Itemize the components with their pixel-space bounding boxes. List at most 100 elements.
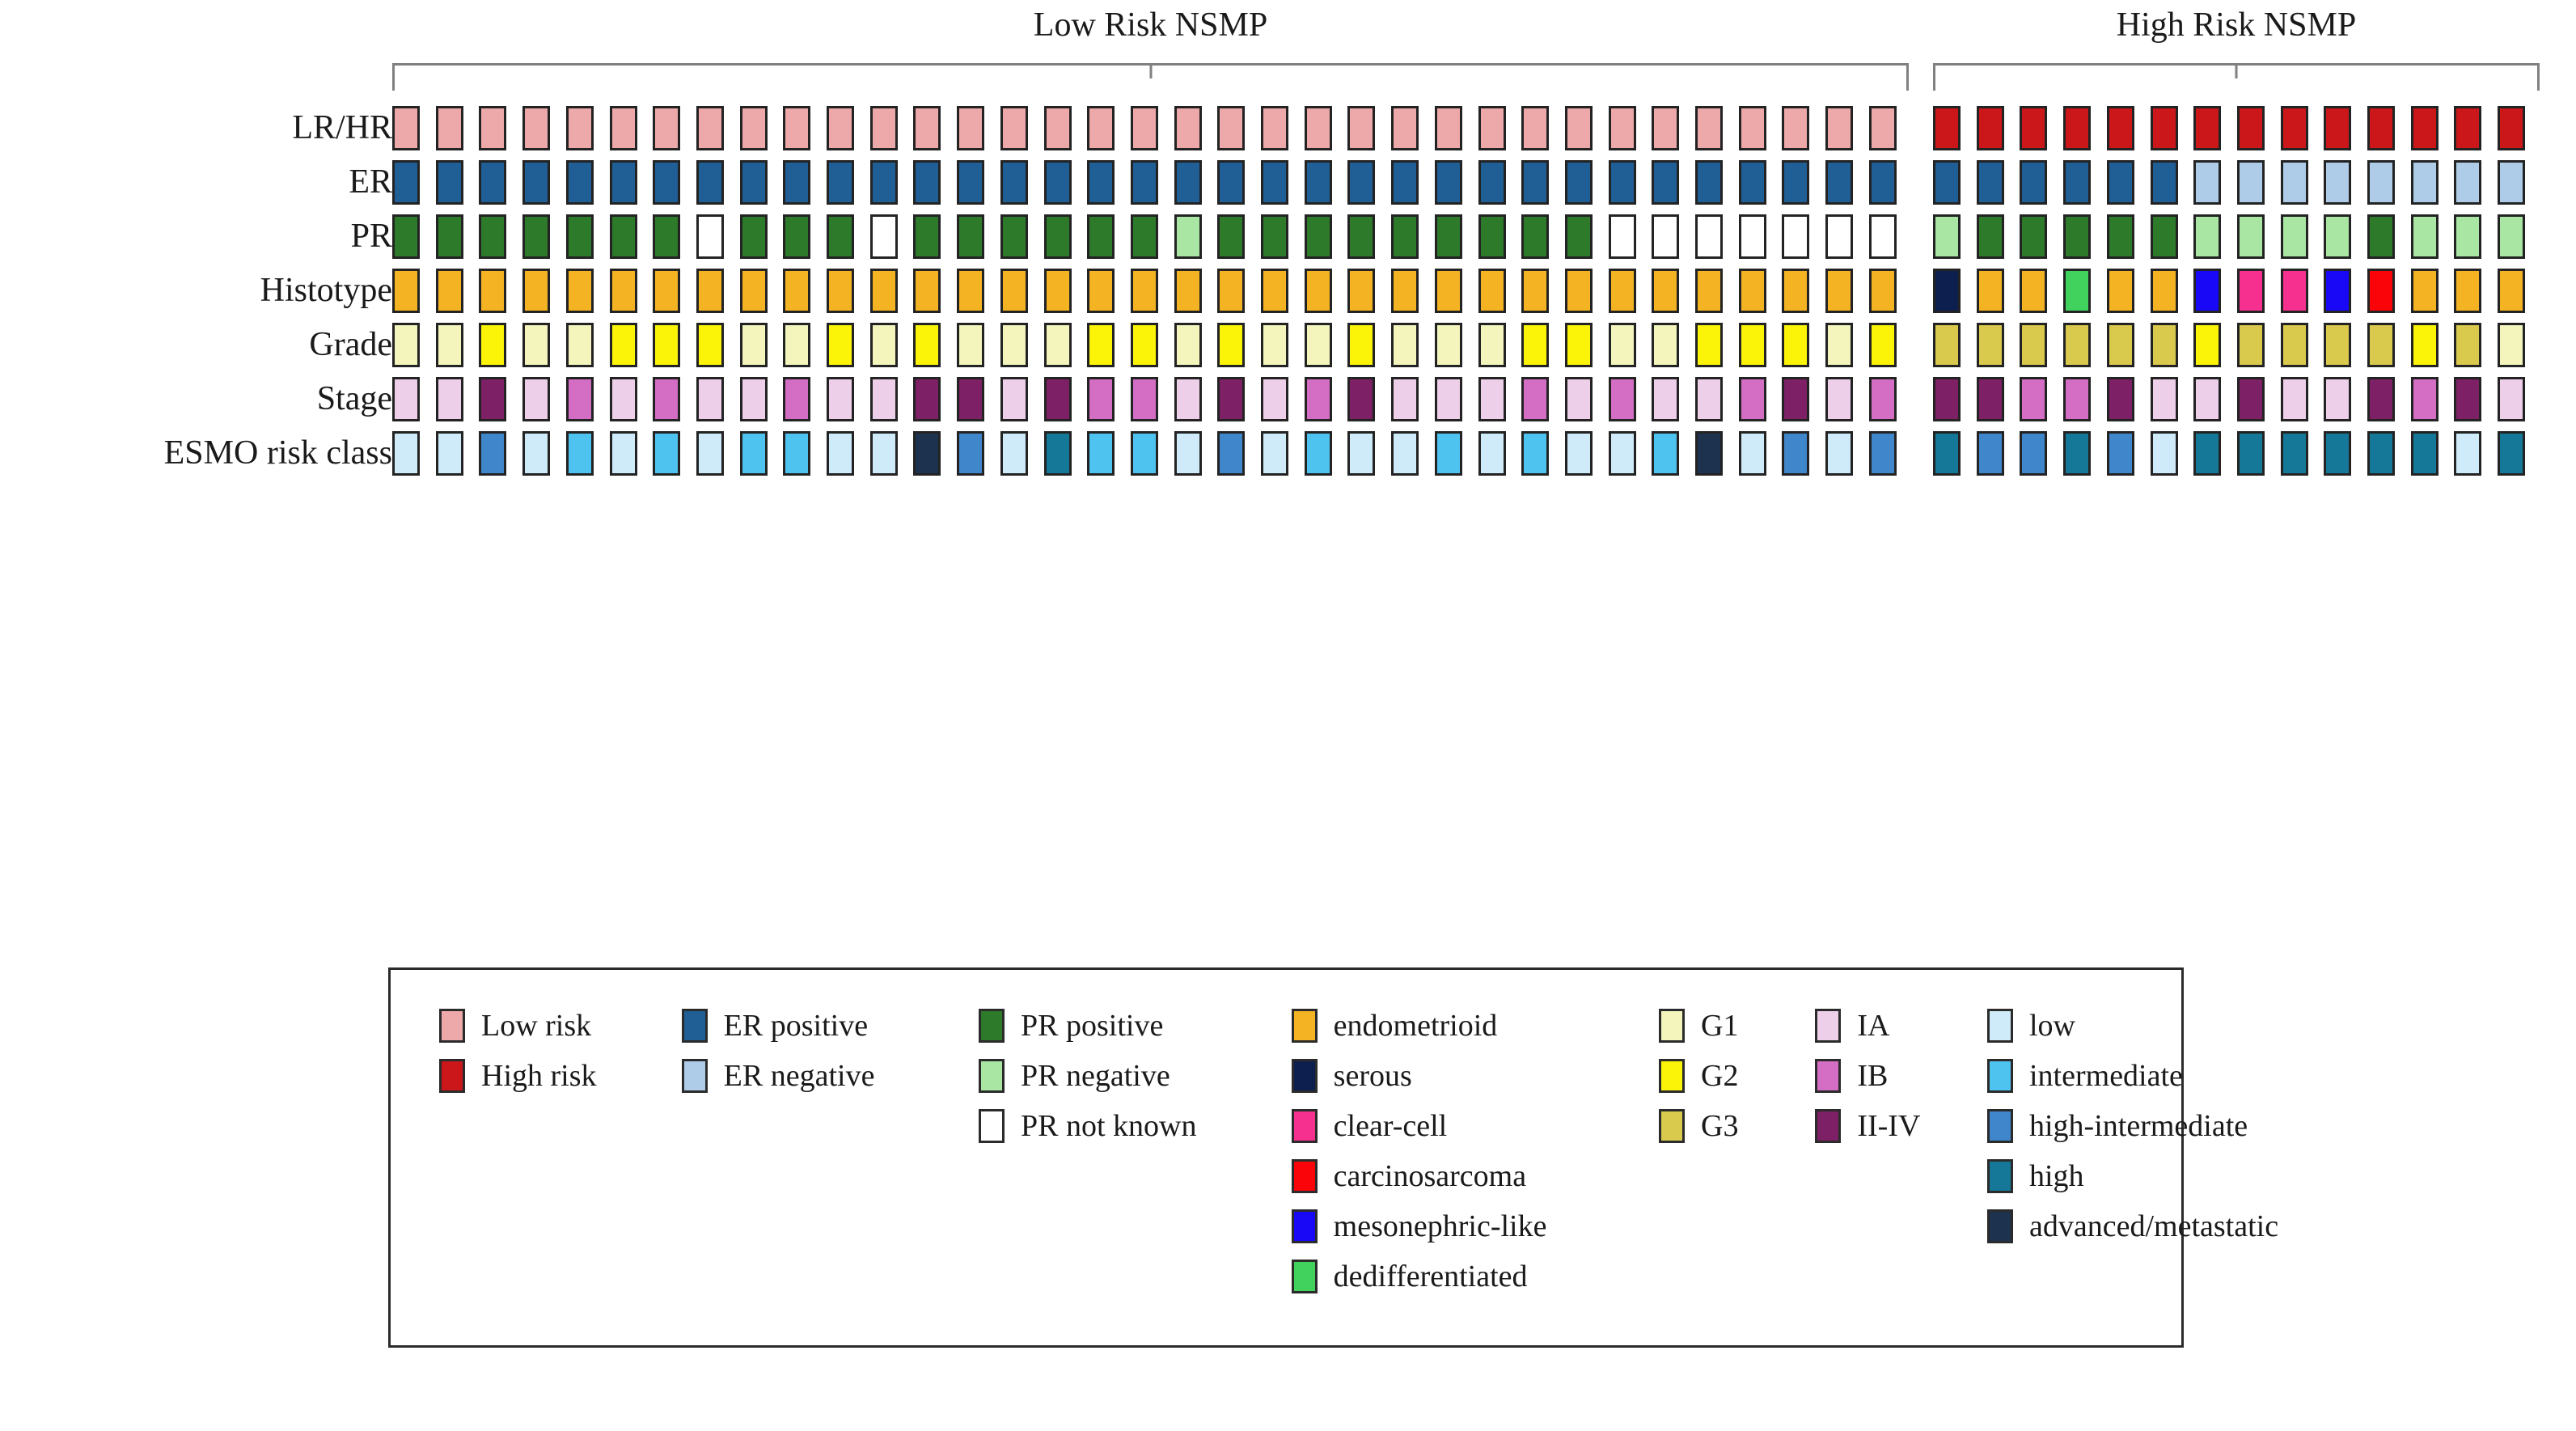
matrix-cell[interactable] <box>1087 160 1115 205</box>
matrix-cell[interactable] <box>1976 431 2004 476</box>
matrix-cell[interactable] <box>1043 377 1072 421</box>
matrix-cell[interactable] <box>1695 431 1723 476</box>
matrix-cell[interactable] <box>696 214 724 259</box>
matrix-cell[interactable] <box>1434 269 1462 313</box>
matrix-cell[interactable] <box>739 323 768 367</box>
matrix-cell[interactable] <box>739 377 768 421</box>
matrix-cell[interactable] <box>2454 323 2482 367</box>
legend-item-er-negative[interactable]: ER negative <box>681 1051 979 1101</box>
matrix-cell[interactable] <box>1652 160 1680 205</box>
matrix-cell[interactable] <box>1825 160 1854 205</box>
matrix-cell[interactable] <box>739 269 768 313</box>
matrix-cell[interactable] <box>1130 160 1158 205</box>
matrix-cell[interactable] <box>2324 431 2352 476</box>
matrix-cell[interactable] <box>2063 323 2092 367</box>
matrix-cell[interactable] <box>1000 106 1028 150</box>
matrix-cell[interactable] <box>1304 106 1332 150</box>
legend-item-endometrioid[interactable]: endometrioid <box>1291 1001 1659 1051</box>
matrix-cell[interactable] <box>1043 431 1072 476</box>
matrix-cell[interactable] <box>2150 106 2178 150</box>
matrix-cell[interactable] <box>2454 377 2482 421</box>
matrix-cell[interactable] <box>1304 377 1332 421</box>
matrix-cell[interactable] <box>1695 160 1723 205</box>
matrix-cell[interactable] <box>653 106 681 150</box>
legend-item-pr-negative[interactable]: PR negative <box>979 1051 1292 1101</box>
matrix-cell[interactable] <box>609 323 637 367</box>
matrix-cell[interactable] <box>783 106 811 150</box>
matrix-cell[interactable] <box>1434 377 1462 421</box>
matrix-cell[interactable] <box>2063 214 2092 259</box>
matrix-cell[interactable] <box>1000 323 1028 367</box>
matrix-cell[interactable] <box>1217 106 1246 150</box>
matrix-cell[interactable] <box>1434 214 1462 259</box>
matrix-cell[interactable] <box>1738 323 1766 367</box>
matrix-cell[interactable] <box>1868 323 1897 367</box>
matrix-cell[interactable] <box>2367 323 2395 367</box>
matrix-cell[interactable] <box>1000 431 1028 476</box>
matrix-cell[interactable] <box>2020 214 2048 259</box>
matrix-cell[interactable] <box>1738 431 1766 476</box>
matrix-cell[interactable] <box>1564 323 1593 367</box>
matrix-cell[interactable] <box>957 214 985 259</box>
matrix-cell[interactable] <box>1695 214 1723 259</box>
matrix-cell[interactable] <box>1782 377 1810 421</box>
matrix-cell[interactable] <box>2236 431 2265 476</box>
matrix-cell[interactable] <box>479 431 507 476</box>
matrix-cell[interactable] <box>869 431 898 476</box>
matrix-cell[interactable] <box>869 160 898 205</box>
matrix-cell[interactable] <box>2280 160 2308 205</box>
matrix-cell[interactable] <box>522 214 551 259</box>
matrix-cell[interactable] <box>1000 377 1028 421</box>
matrix-cell[interactable] <box>2324 214 2352 259</box>
matrix-cell[interactable] <box>435 214 463 259</box>
matrix-cell[interactable] <box>1043 269 1072 313</box>
matrix-cell[interactable] <box>1304 323 1332 367</box>
matrix-cell[interactable] <box>565 160 594 205</box>
matrix-cell[interactable] <box>2020 377 2048 421</box>
matrix-cell[interactable] <box>1391 106 1419 150</box>
matrix-cell[interactable] <box>479 160 507 205</box>
matrix-cell[interactable] <box>1347 377 1376 421</box>
matrix-cell[interactable] <box>1087 377 1115 421</box>
matrix-cell[interactable] <box>2324 106 2352 150</box>
matrix-cell[interactable] <box>1261 323 1288 367</box>
matrix-cell[interactable] <box>2367 431 2395 476</box>
matrix-cell[interactable] <box>2106 160 2134 205</box>
matrix-cell[interactable] <box>522 431 551 476</box>
matrix-cell[interactable] <box>1782 160 1810 205</box>
matrix-cell[interactable] <box>696 377 724 421</box>
matrix-cell[interactable] <box>1261 214 1288 259</box>
legend-item-esmo-high-intermediate[interactable]: high-intermediate <box>1987 1101 2248 1151</box>
matrix-cell[interactable] <box>2454 269 2482 313</box>
matrix-cell[interactable] <box>2193 269 2222 313</box>
matrix-cell[interactable] <box>696 269 724 313</box>
matrix-cell[interactable] <box>2498 269 2526 313</box>
matrix-cell[interactable] <box>1695 106 1723 150</box>
matrix-cell[interactable] <box>2020 431 2048 476</box>
matrix-cell[interactable] <box>1130 323 1158 367</box>
matrix-cell[interactable] <box>2280 323 2308 367</box>
matrix-cell[interactable] <box>1976 323 2004 367</box>
matrix-cell[interactable] <box>1521 323 1550 367</box>
matrix-cell[interactable] <box>522 160 551 205</box>
matrix-cell[interactable] <box>1391 269 1419 313</box>
legend-item-high-risk[interactable]: High risk <box>439 1051 682 1101</box>
matrix-cell[interactable] <box>2193 160 2222 205</box>
matrix-cell[interactable] <box>1000 160 1028 205</box>
matrix-cell[interactable] <box>696 431 724 476</box>
matrix-cell[interactable] <box>1087 214 1115 259</box>
matrix-cell[interactable] <box>1347 269 1376 313</box>
matrix-cell[interactable] <box>2150 214 2178 259</box>
legend-item-esmo-high[interactable]: high <box>1987 1151 2181 1201</box>
matrix-cell[interactable] <box>1478 214 1506 259</box>
legend-item-g3[interactable]: G3 <box>1659 1101 1815 1151</box>
matrix-cell[interactable] <box>653 377 681 421</box>
legend-item-g2[interactable]: G2 <box>1659 1051 1815 1101</box>
matrix-cell[interactable] <box>2150 431 2178 476</box>
matrix-cell[interactable] <box>1391 323 1419 367</box>
matrix-cell[interactable] <box>1782 323 1810 367</box>
legend-item-esmo-advanced[interactable]: advanced/metastatic <box>1987 1201 2278 1251</box>
matrix-cell[interactable] <box>1868 377 1897 421</box>
matrix-cell[interactable] <box>1304 160 1332 205</box>
matrix-cell[interactable] <box>827 214 854 259</box>
